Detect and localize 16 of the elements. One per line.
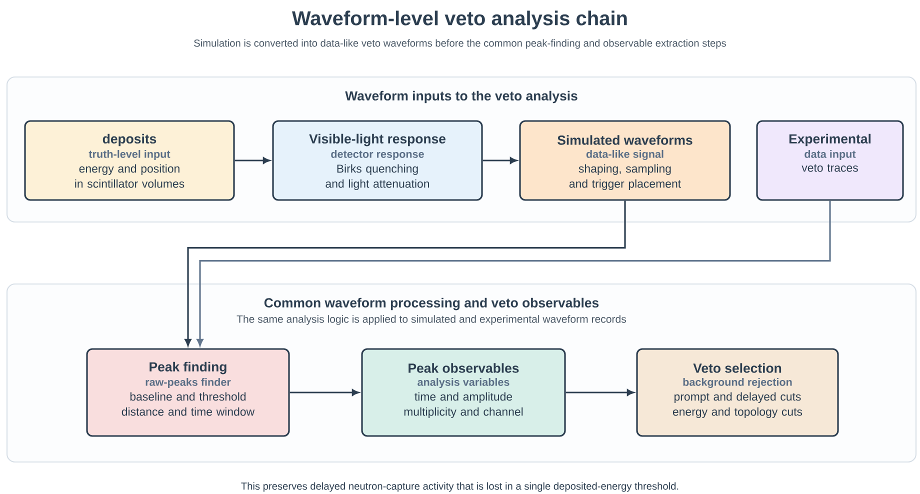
title: Waveform-level veto analysis chain [292,10,627,30]
process-box: Visible-light response detector response Birks quenching and light attenuation [272,120,483,201]
subtitle: Simulation is converted into data-like veto waveforms before the common peak-finding and observable extraction steps [194,39,726,49]
arrow [482,157,518,164]
arrow [566,389,634,396]
process-box: Veto selection background rejection prompt and delayed cuts energy and topology cuts [636,348,839,437]
process-box: Experimental data input veto traces [756,120,904,201]
caption: This preserves delayed neutron-capture activity that is lost in a single deposited-energy threshold. [241,482,678,492]
process-box: Peak finding raw-peaks finder baseline and threshold distance and time window [86,348,290,437]
arrow [234,157,270,164]
arrow [196,200,831,346]
arrow [184,200,626,346]
process-box: deposits truth-level input energy and position in scintillator volumes [24,120,235,201]
process-box: Peak observables analysis variables time and amplitude multiplicity and channel [361,348,566,437]
arrow [290,389,360,396]
process-box: Simulated waveforms data-like signal shaping, sampling and trigger placement [519,120,731,201]
